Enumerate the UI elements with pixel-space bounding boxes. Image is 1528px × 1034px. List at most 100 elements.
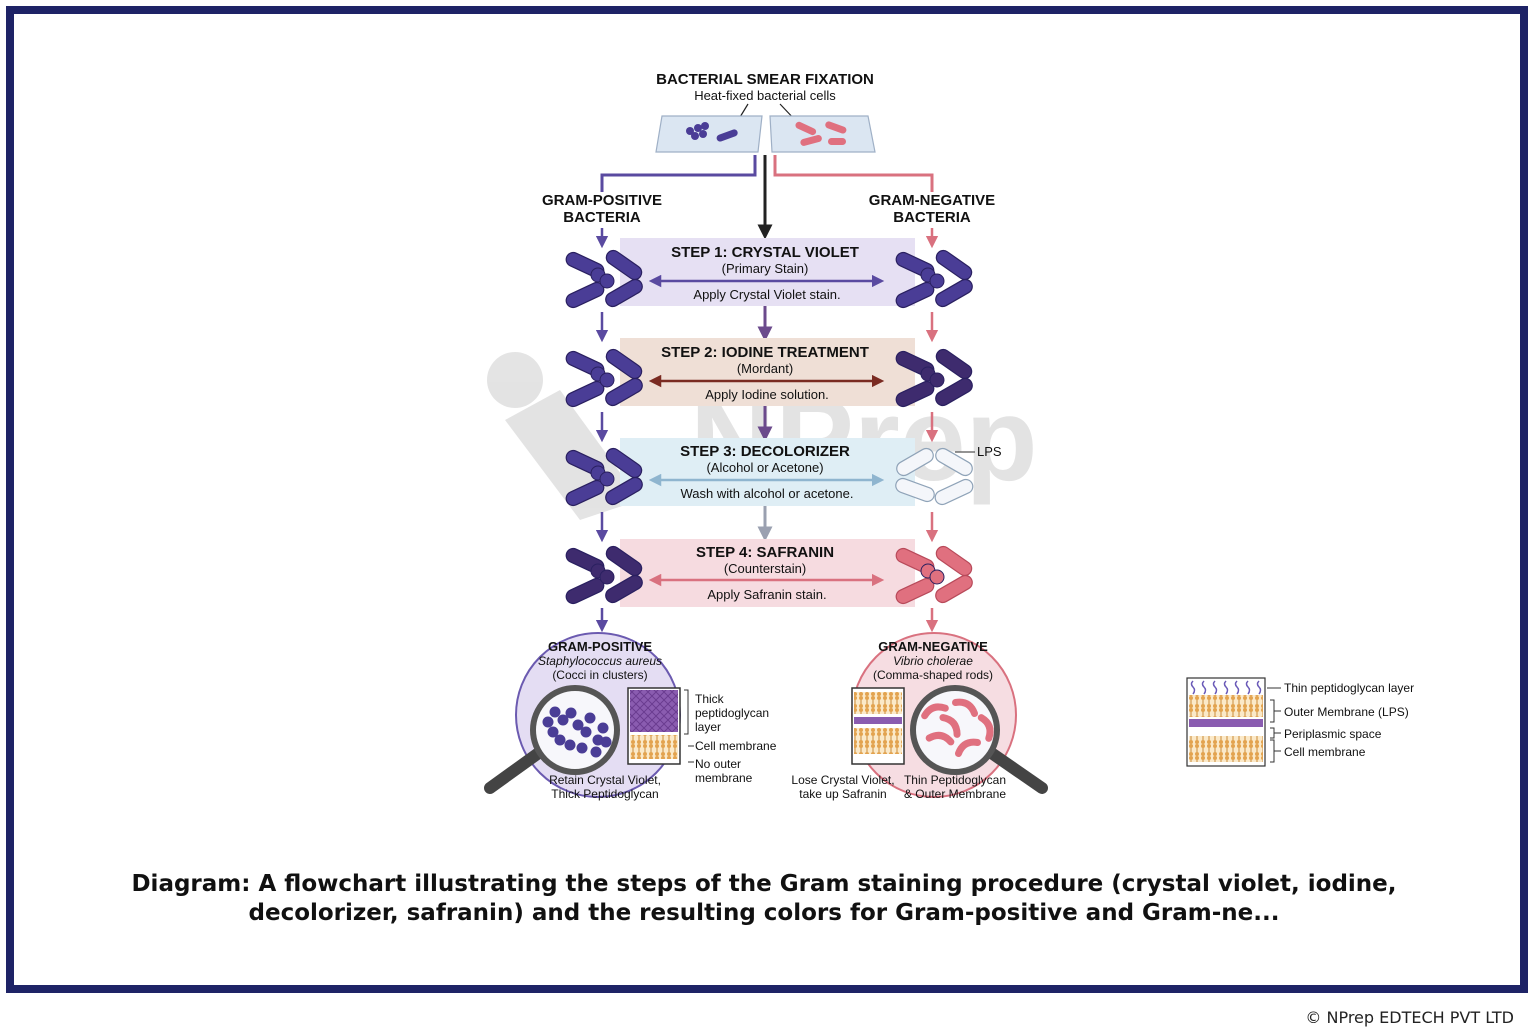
lps-chain <box>1223 680 1229 695</box>
vibrio-rod <box>977 714 994 742</box>
neg-step4-cell-rod <box>935 545 973 577</box>
pos-step4-cell-rod <box>565 577 605 605</box>
vibrio-rod <box>925 731 955 746</box>
staph-coccus <box>565 707 577 719</box>
step-4-sub: (Counterstain) <box>724 561 806 576</box>
result-negative-note-a1: Lose Crystal Violet, <box>791 773 894 787</box>
staph-coccus <box>572 719 584 731</box>
lps-label: LPS <box>977 444 1002 459</box>
result-positive: GRAM-POSITIVE Staphylococcus aureus (Coc… <box>484 632 777 801</box>
step-3-action: Wash with alcohol or acetone. <box>681 486 854 501</box>
step-1-action: Apply Crystal Violet stain. <box>693 287 840 302</box>
pos-step3-cell-rod <box>605 476 643 506</box>
step-3: STEP 3: DECOLORIZER (Alcohol or Acetone)… <box>620 438 915 506</box>
result-negative-note-b2: & Outer Membrane <box>904 787 1006 801</box>
result-positive-note2: Thick Peptidoglycan <box>551 787 658 801</box>
pos-step3-cell-coccus <box>599 471 615 487</box>
result-negative-species: Vibrio cholerae <box>893 654 973 668</box>
lps-chain <box>1212 680 1218 695</box>
result-negative: GRAM-NEGATIVE Vibrio cholerae (Comma-sha… <box>791 632 1048 801</box>
step-3-sub: (Alcohol or Acetone) <box>706 460 823 475</box>
cocci-cluster <box>542 706 612 758</box>
staph-coccus <box>542 716 554 728</box>
staph-coccus <box>590 746 602 758</box>
step-4-box <box>620 539 915 607</box>
legend-item-3: Periplasmic space <box>1284 727 1382 741</box>
neg-step2-cell-rod <box>935 377 973 407</box>
staph-coccus <box>600 736 612 748</box>
pos-step4-cell-coccus <box>599 569 615 585</box>
neg-step1-cell-rod <box>935 278 973 308</box>
result-positive-shape: (Cocci in clusters) <box>552 668 647 682</box>
staph-coccus <box>564 739 576 751</box>
legend-item-2: Outer Membrane (LPS) <box>1284 705 1409 719</box>
neg-step4-cell-rod <box>935 574 973 604</box>
column-negative-line1: GRAM-NEGATIVE <box>869 192 995 209</box>
step-1-sub: (Primary Stain) <box>722 261 809 276</box>
neg-step4-cell-coccus <box>929 569 945 585</box>
vibrio-rod <box>921 703 949 720</box>
neg-step3-cell <box>934 478 974 506</box>
step-3-box <box>620 438 915 506</box>
staph-coccus <box>584 712 596 724</box>
pos-label-thick: Thick <box>695 692 725 706</box>
pos-label-membrane2: membrane <box>695 771 753 785</box>
neg-step3-cell <box>935 447 973 477</box>
figure-caption: Diagram: A flowchart illustrating the st… <box>131 871 1397 926</box>
lps-chain <box>1245 680 1251 695</box>
result-negative-note-b1: Thin Peptidoglycan <box>904 773 1006 787</box>
neg-step3-cell <box>896 447 934 477</box>
staph-coccus <box>557 714 569 726</box>
legend-cell-envelope: Thin peptidoglycan layer Outer Membrane … <box>1186 677 1414 767</box>
slide-negative <box>769 115 876 153</box>
pos-label-layer: layer <box>695 720 721 734</box>
step-2: STEP 2: IODINE TREATMENT (Mordant) Apply… <box>620 338 915 406</box>
result-positive-species: Staphylococcus aureus <box>538 654 662 668</box>
lps-chain <box>1234 680 1240 695</box>
step-3-title: STEP 3: DECOLORIZER <box>680 443 850 460</box>
step-1-title: STEP 1: CRYSTAL VIOLET <box>671 244 859 261</box>
legend-item-4: Cell membrane <box>1284 745 1366 759</box>
lps-chains <box>1190 680 1262 695</box>
step-4: STEP 4: SAFRANIN (Counterstain) Apply Sa… <box>620 539 915 607</box>
header-subtitle: Heat-fixed bacterial cells <box>694 88 836 103</box>
staph-coccus <box>580 726 592 738</box>
neg-step3-cell <box>895 477 935 503</box>
vibrio-rod <box>939 714 961 738</box>
pos-step2-cell-rod <box>565 380 605 408</box>
copyright-notice: © NPrep EDTECH PVT LTD <box>1305 1008 1514 1027</box>
header-title: BACTERIAL SMEAR FIXATION <box>656 71 874 88</box>
result-positive-title: GRAM-POSITIVE <box>548 639 652 654</box>
result-negative-title: GRAM-NEGATIVE <box>878 639 988 654</box>
column-negative-line2: BACTERIA <box>893 209 971 226</box>
pos-label-peptidoglycan: peptidoglycan <box>695 706 769 720</box>
staph-coccus <box>576 742 588 754</box>
step-4-title: STEP 4: SAFRANIN <box>696 544 834 561</box>
result-negative-note-a2: take up Safranin <box>799 787 886 801</box>
lps-chain <box>1256 680 1262 695</box>
vibrio-rods <box>921 698 994 757</box>
step-1-box <box>620 238 915 306</box>
lps-chain <box>1201 680 1207 695</box>
pos-step3-cell-rod <box>605 447 643 479</box>
bacteria-clusters <box>565 249 974 605</box>
staph-coccus <box>597 722 609 734</box>
staph-coccus <box>554 734 566 746</box>
pos-step1-cell-rod <box>605 249 643 281</box>
step-2-title: STEP 2: IODINE TREATMENT <box>661 344 869 361</box>
step-1: STEP 1: CRYSTAL VIOLET (Primary Stain) A… <box>620 238 915 306</box>
staph-coccus <box>547 726 559 738</box>
pos-step1-cell-rod <box>565 281 605 309</box>
pos-label-membrane: Cell membrane <box>695 739 777 753</box>
result-positive-note1: Retain Crystal Violet, <box>549 773 661 787</box>
pos-step2-cell-coccus <box>599 372 615 388</box>
legend-item-1: Thin peptidoglycan layer <box>1284 681 1414 695</box>
pos-step1-cell-rod <box>605 278 643 308</box>
column-positive-line1: GRAM-POSITIVE <box>542 192 662 209</box>
step-2-action: Apply Iodine solution. <box>705 387 829 402</box>
lps-chain <box>1190 680 1196 695</box>
neg-step2-cell-rod <box>935 348 973 380</box>
vibrio-rod <box>954 738 982 757</box>
neg-step2-cell-coccus <box>929 372 945 388</box>
